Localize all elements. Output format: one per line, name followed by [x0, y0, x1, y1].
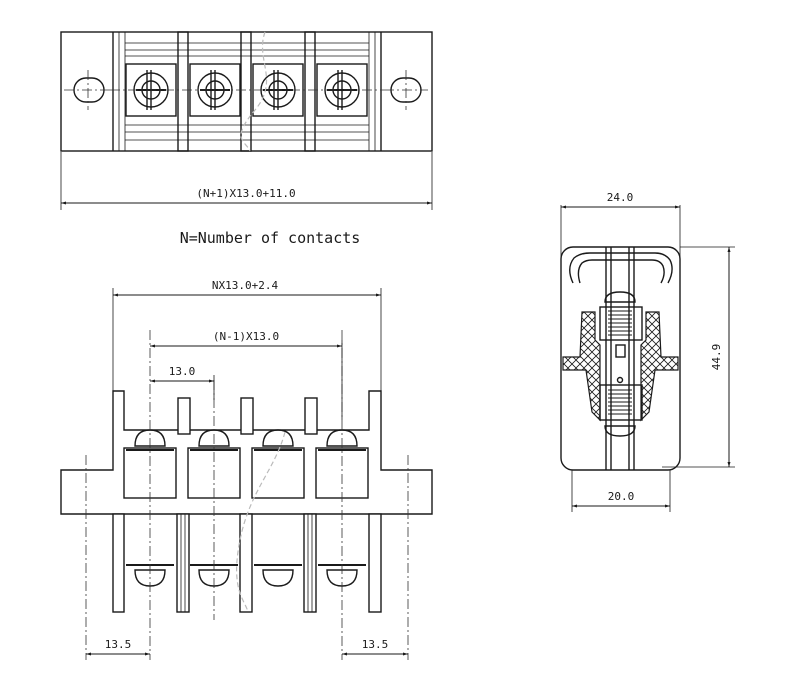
right-mount-offset-label: 13.5: [362, 638, 389, 651]
dim-height: 44.9: [662, 246, 735, 468]
top-width-label: 24.0: [607, 191, 634, 204]
top-terminal-4: [316, 63, 368, 117]
side-upper-screw: [599, 306, 643, 341]
dim-top-width: 24.0: [560, 191, 681, 265]
front-barrier: [304, 397, 318, 435]
left-mount-offset-label: 13.5: [105, 638, 132, 651]
break-line: [240, 31, 268, 152]
side-view: [560, 246, 681, 471]
dim-right-mount-offset: 13.5: [342, 638, 408, 656]
top-view-outline: [60, 31, 433, 152]
break-line: [236, 431, 286, 613]
contacts-note: N=Number of contacts: [180, 229, 361, 247]
front-barrier: [177, 397, 191, 435]
body-length-label: NX13.0+2.4: [212, 279, 279, 292]
mounting-hole-right: [384, 70, 428, 110]
front-barrier: [240, 397, 254, 435]
dim-overall-length: (N+1)X13.0+11.0: [60, 152, 433, 210]
dim-body-length: NX13.0+2.4: [112, 279, 382, 391]
side-insulator-left: [562, 311, 601, 422]
top-barriers: [177, 31, 316, 152]
top-view: [60, 31, 433, 152]
dim-left-mount-offset: 13.5: [86, 638, 150, 656]
side-insulator-right: [640, 311, 679, 422]
base-width-label: 20.0: [608, 490, 635, 503]
side-lower-screw: [599, 384, 643, 421]
mounting-hole-left: [64, 70, 110, 110]
overall-length-label: (N+1)X13.0+11.0: [196, 187, 295, 200]
front-view: [60, 330, 433, 660]
dim-base-width: 20.0: [571, 470, 671, 512]
front-lower-legs: [112, 513, 382, 613]
dim-pitch-span: (N-1)X13.0: [150, 330, 343, 420]
side-view-outline: [560, 246, 681, 471]
pitch-label: 13.0: [169, 365, 196, 378]
height-label: 44.9: [710, 344, 723, 371]
dim-pitch: 13.0: [150, 365, 215, 400]
pitch-span-label: (N-1)X13.0: [213, 330, 279, 343]
